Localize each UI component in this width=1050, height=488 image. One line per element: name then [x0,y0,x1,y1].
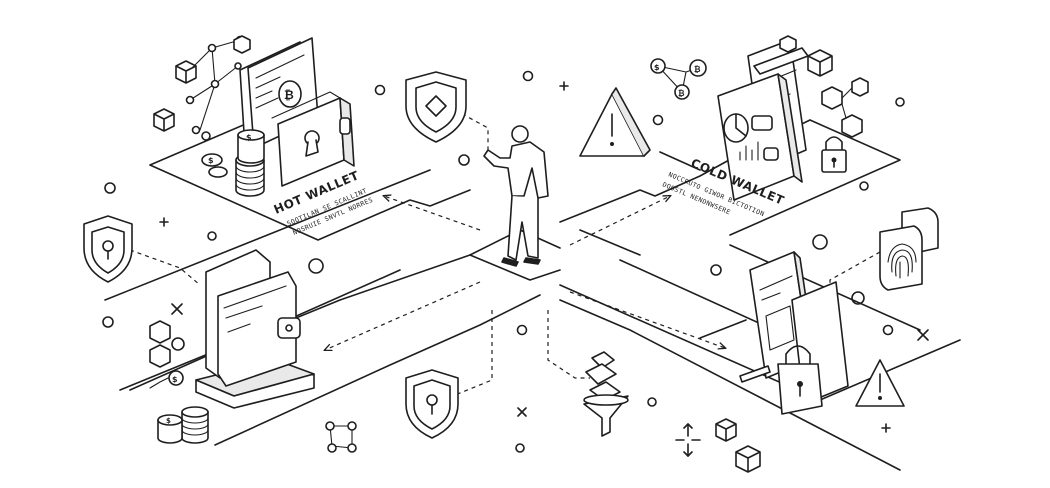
fingerprint-icon [879,207,939,291]
pie-chart-icon [723,113,749,143]
svg-text:$: $ [654,63,660,72]
shield-link-left [129,249,201,286]
arrow-to-device-right [569,291,725,348]
network-node-icon [185,35,245,141]
shield-icon-left [83,215,133,283]
padlock-icon [821,136,847,173]
move-arrows-icon [675,423,701,457]
shield-link-bottom [454,310,493,396]
shield-icon [405,71,467,143]
funnel-icon [583,394,629,437]
dollar-coin-icon: $ [201,153,228,178]
svg-text:$: $ [208,156,214,165]
svg-text:$: $ [246,133,252,142]
padlock-icon-bottom [777,345,823,415]
blockchain-cube-icon-bottom [715,418,761,473]
secure-device-cluster [699,207,939,415]
svg-text:₿: ₿ [284,88,294,102]
funnel-link [547,310,590,379]
cold-wallet-cluster: $ ₿ ₿ COLD WALLET NOCCRUTO GIWOR BICTOTI… [650,35,869,218]
svg-text:$: $ [172,375,178,384]
blockchain-cube-icon-left: $ [149,320,185,389]
chain-link-icon [585,351,621,401]
bitcoin-coin-icon: ₿ [278,80,302,108]
warning-icon [579,87,651,157]
right-road [559,229,961,401]
dollar-coin-stack-bottom: $ [157,406,209,444]
svg-text:$: $ [166,417,171,425]
bifold-wallet-cluster: $ $ [149,249,315,444]
keyhole-icon [304,130,320,157]
shield-icon-bottom [405,369,459,439]
arrow-to-hot-wallet [384,196,481,231]
blockchain-cube-icon [153,35,251,132]
dollar-coin-stack: $ [235,129,265,197]
decorative-markers [102,70,929,453]
bitcoin-network-icon: $ ₿ ₿ [650,58,707,100]
warning-icon-bottom-right [855,359,905,407]
person-figure [483,125,549,267]
svg-text:₿: ₿ [678,89,685,98]
svg-text:₿: ₿ [694,65,701,74]
arrow-to-cold-wallet [569,196,670,246]
network-node-icon-bottom [325,421,357,453]
hot-wallet-cluster: ₿ $ $ [153,35,374,237]
fingerprint-link [829,251,881,300]
blockchain-cube-icon-right [779,35,869,138]
